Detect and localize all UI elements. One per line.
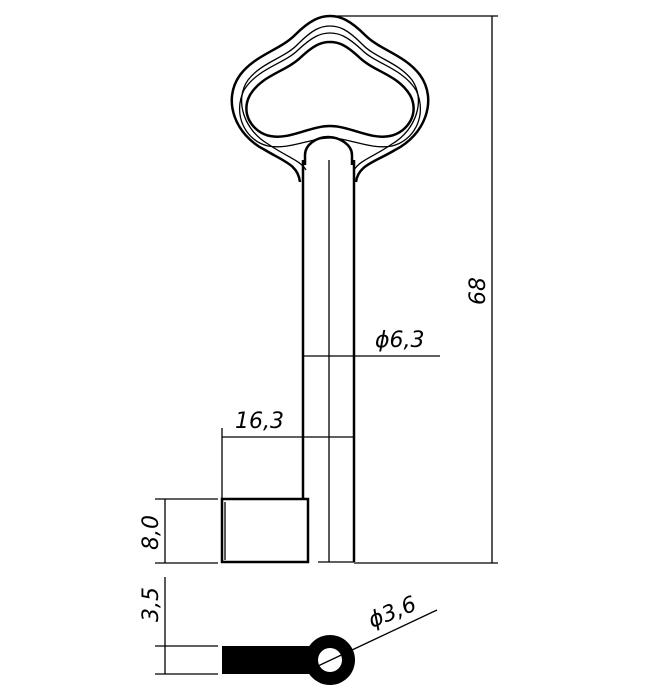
dimension-bit-height: 8,0 xyxy=(139,498,218,564)
dimension-label: 8,0 xyxy=(139,515,164,550)
dimension-total-length: 68 xyxy=(330,15,498,564)
dimension-bit-offset: 16,3 xyxy=(221,409,354,498)
dimension-label: 3,5 xyxy=(139,587,164,622)
dimension-shaft-diameter: ϕ6,3 xyxy=(303,328,440,357)
dimension-label: 16,3 xyxy=(235,409,284,434)
dimension-bit-thickness: 3,5 xyxy=(139,577,218,675)
key-bow xyxy=(230,14,430,183)
key-bit xyxy=(220,497,310,564)
dimension-label: 68 xyxy=(466,277,491,305)
key-end-view: ϕ3,6 xyxy=(222,592,438,685)
dimension-label: ϕ3,6 xyxy=(365,592,420,634)
key-shaft xyxy=(301,160,356,563)
dimension-label: ϕ6,3 xyxy=(375,328,425,353)
